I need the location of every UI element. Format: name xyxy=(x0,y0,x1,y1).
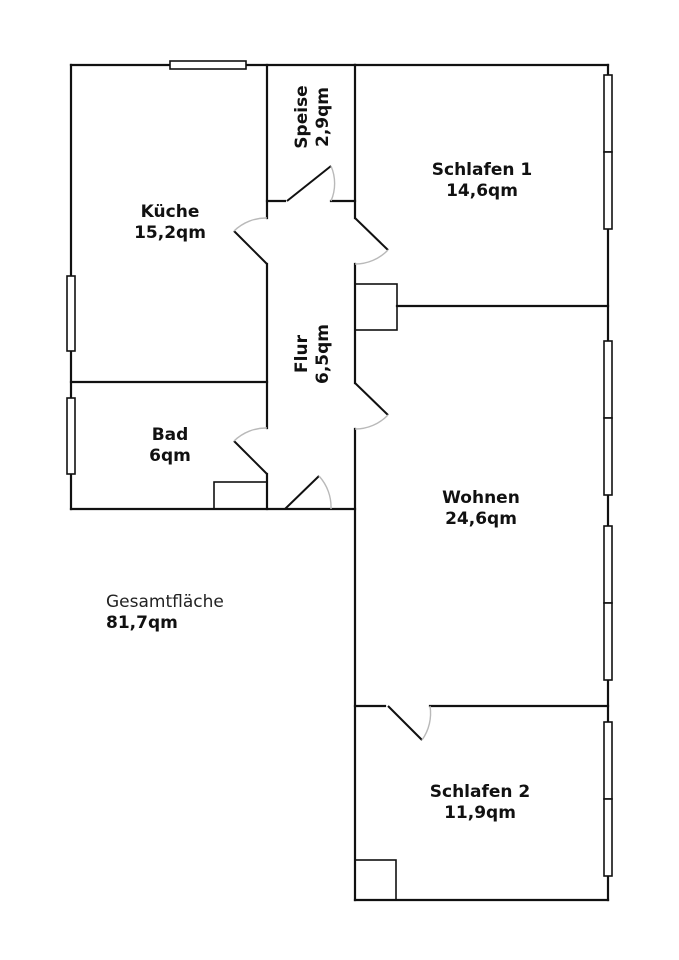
windows xyxy=(66,60,613,877)
room-schlafen1-name: Schlafen 1 xyxy=(432,160,533,180)
door-schlafen1 xyxy=(354,217,389,265)
room-wohnen-area: 24,6qm xyxy=(445,509,517,529)
window-wohnen-c xyxy=(603,525,613,604)
room-flur-name: Flur xyxy=(292,334,312,373)
window-wohnen-a xyxy=(603,340,613,419)
shaft-schlafen2 xyxy=(354,859,397,901)
room-flur-area: 6,5qm xyxy=(313,324,333,384)
room-kueche-name: Küche xyxy=(141,202,200,222)
total-area: Gesamtfläche 81,7qm xyxy=(106,592,224,633)
window-schlafen2-b xyxy=(603,798,613,877)
shafts xyxy=(213,283,398,901)
window-wohnen-d xyxy=(603,602,613,681)
total-area-label: Gesamtfläche xyxy=(106,592,224,612)
door-bath xyxy=(233,427,268,475)
room-bad-name: Bad xyxy=(152,425,189,445)
total-area-value: 81,7qm xyxy=(106,613,178,633)
room-labels: Küche 15,2qm Speise 2,9qm Schlafen 1 14,… xyxy=(134,85,532,823)
room-schlafen1-area: 14,6qm xyxy=(446,181,518,201)
window-schlafen1-b xyxy=(603,151,613,230)
door-wohnen xyxy=(354,382,389,430)
door-schlafen2 xyxy=(387,705,432,741)
window-wohnen-b xyxy=(603,417,613,496)
door-kitchen xyxy=(233,217,268,265)
room-speise-label: Speise 2,9qm xyxy=(292,85,333,148)
door-speise xyxy=(286,165,336,202)
room-bad-area: 6qm xyxy=(149,446,191,466)
room-schlafen2-area: 11,9qm xyxy=(444,803,516,823)
room-flur-label: Flur 6,5qm xyxy=(292,324,333,384)
shaft-bad xyxy=(213,481,268,510)
walls xyxy=(69,63,610,902)
door-entrance xyxy=(284,475,332,510)
window-schlafen2-a xyxy=(603,721,613,800)
room-wohnen-name: Wohnen xyxy=(442,488,520,508)
room-speise-name: Speise xyxy=(292,85,312,148)
window-bath-left xyxy=(66,397,76,475)
room-kueche-area: 15,2qm xyxy=(134,223,206,243)
shaft-schlafen1 xyxy=(354,283,398,331)
window-kitchen-left xyxy=(66,275,76,352)
window-kitchen-top xyxy=(169,60,247,70)
window-schlafen1-a xyxy=(603,74,613,153)
room-speise-area: 2,9qm xyxy=(313,87,333,147)
room-schlafen2-name: Schlafen 2 xyxy=(430,782,531,802)
doors xyxy=(233,165,432,741)
